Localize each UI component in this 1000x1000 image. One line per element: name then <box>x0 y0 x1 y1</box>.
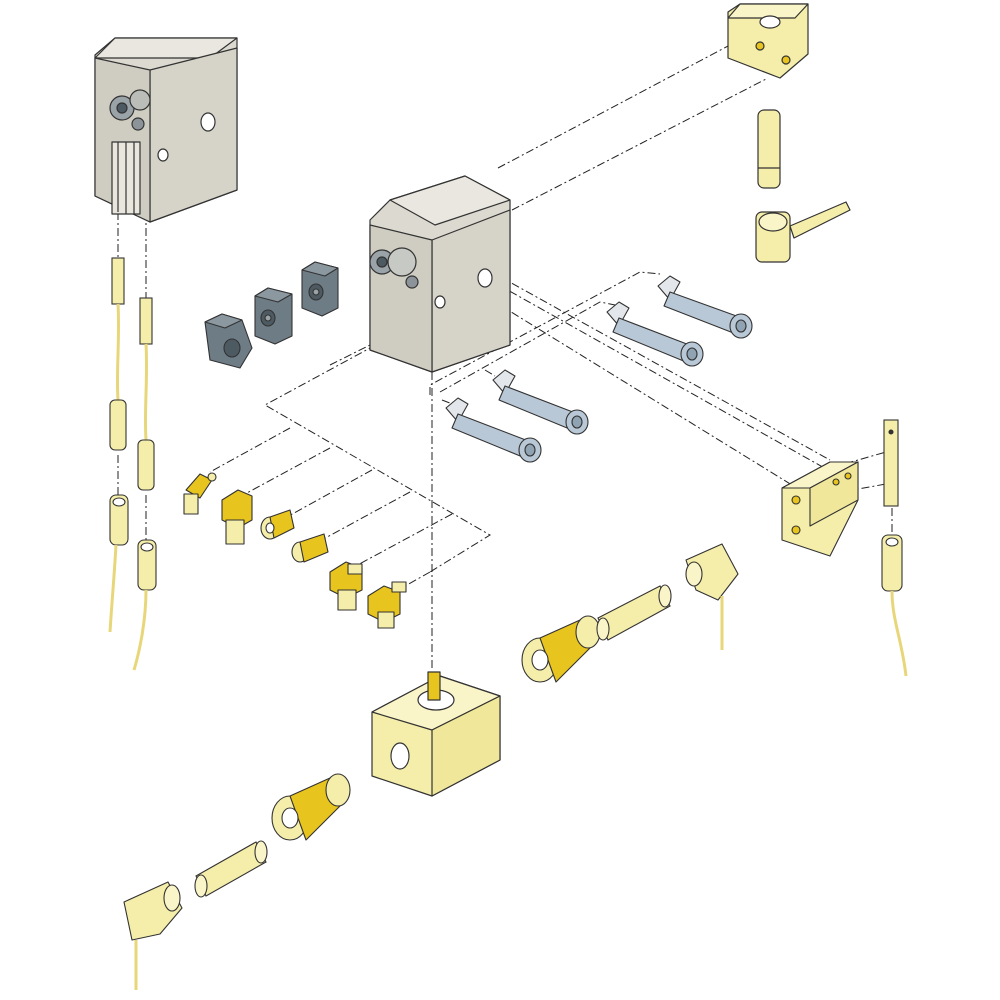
pneumatic-fitting-5 <box>329 561 363 611</box>
cable-gland-bottom <box>271 773 351 841</box>
sensor-cable-right <box>881 534 908 677</box>
mounting-screw-2 <box>606 301 704 367</box>
leader-lines <box>117 44 893 668</box>
angled-connector-center <box>685 543 739 650</box>
mounting-screw-4 <box>445 397 542 463</box>
pneumatic-fitting-1 <box>183 472 217 515</box>
sensor-bracket-top <box>727 3 809 79</box>
clamp-block-3 <box>301 261 339 317</box>
sensor-right <box>883 419 899 507</box>
pneumatic-fitting-4 <box>291 533 329 563</box>
cable-gland-center <box>521 615 601 683</box>
sensor-mounting-plate-right <box>781 461 859 557</box>
sensor-cable-left-2 <box>132 539 157 671</box>
pneumatic-fitting-2 <box>221 489 253 545</box>
sensor-plug-top <box>757 109 781 189</box>
gripper-housing-small <box>94 37 238 223</box>
sensor-plug-center <box>596 584 672 641</box>
sensor-cable-left-1 <box>108 494 129 633</box>
sensor-plug-bottom <box>194 840 268 898</box>
angled-connector-bottom <box>123 881 183 990</box>
pneumatic-fitting-3 <box>260 509 295 540</box>
pneumatic-fitting-6 <box>367 581 407 629</box>
proximity-sensor-left-1 <box>109 257 127 451</box>
clamp-block-1 <box>204 313 253 369</box>
adapter-block <box>371 671 501 797</box>
angled-connector-top <box>755 201 851 263</box>
gripper-housing-main <box>369 175 511 373</box>
mounting-screw-3 <box>492 369 589 435</box>
mounting-screw-1 <box>657 275 753 339</box>
proximity-sensor-left-2 <box>137 297 155 491</box>
clamp-block-2 <box>254 287 293 345</box>
